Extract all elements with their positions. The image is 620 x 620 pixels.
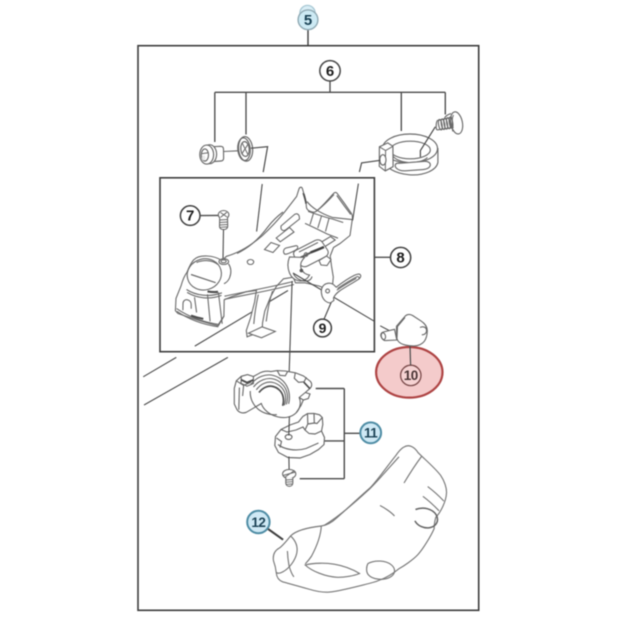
svg-text:5: 5 bbox=[304, 12, 312, 29]
svg-text:10: 10 bbox=[404, 368, 418, 383]
svg-text:9: 9 bbox=[319, 320, 327, 336]
svg-text:7: 7 bbox=[186, 208, 194, 225]
svg-text:8: 8 bbox=[396, 250, 404, 267]
svg-text:12: 12 bbox=[251, 515, 265, 530]
svg-text:6: 6 bbox=[326, 63, 334, 80]
svg-text:11: 11 bbox=[364, 426, 378, 441]
